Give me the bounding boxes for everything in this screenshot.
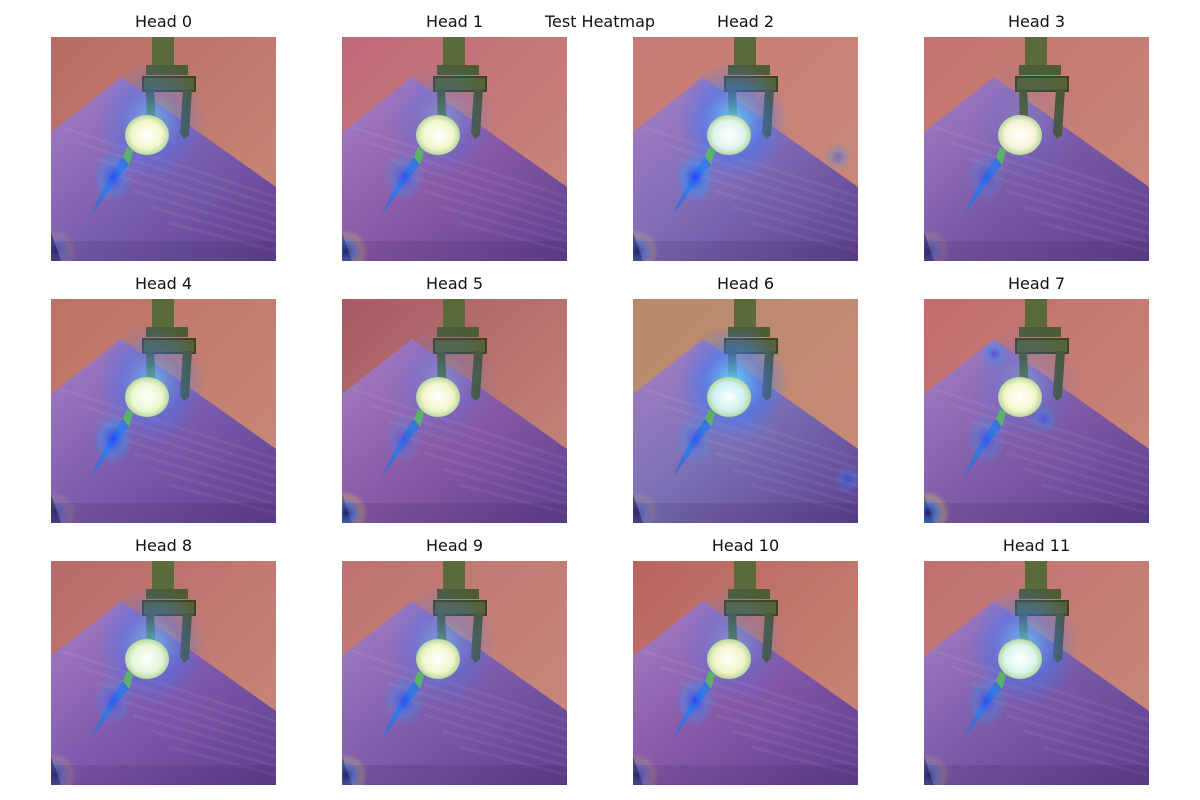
heatmap-image <box>51 37 276 261</box>
panel-head-7: Head 7 <box>924 274 1149 523</box>
panel-head-11: Head 11 <box>924 536 1149 785</box>
heatmap-image <box>51 299 276 523</box>
heatmap-image <box>342 299 567 523</box>
panel-head-8: Head 8 <box>51 536 276 785</box>
figure-title: Test Heatmap <box>544 12 656 31</box>
panel-head-10: Head 10 <box>633 536 858 785</box>
panel-title: Head 7 <box>1007 274 1066 293</box>
panel-head-0: Head 0 <box>51 12 276 261</box>
heatmap-image <box>633 561 858 785</box>
panel-head-9: Head 9 <box>342 536 567 785</box>
panel-head-3: Head 3 <box>924 12 1149 261</box>
panel-head-5: Head 5 <box>342 274 567 523</box>
heatmap-image <box>924 299 1149 523</box>
heatmap-image <box>633 37 858 261</box>
panel-title: Head 6 <box>716 274 775 293</box>
panel-title: Head 9 <box>425 536 484 555</box>
panel-title: Head 10 <box>711 536 780 555</box>
panel-title: Head 11 <box>1002 536 1071 555</box>
panel-head-1: Head 1 <box>342 12 567 261</box>
panel-title: Head 3 <box>1007 12 1066 31</box>
heatmap-image <box>342 37 567 261</box>
heatmap-image <box>924 37 1149 261</box>
panel-title: Head 4 <box>134 274 193 293</box>
panel-head-6: Head 6 <box>633 274 858 523</box>
heatmap-image <box>924 561 1149 785</box>
heatmap-image <box>51 561 276 785</box>
panel-head-4: Head 4 <box>51 274 276 523</box>
panel-head-2: Head 2 <box>633 12 858 261</box>
heatmap-image <box>633 299 858 523</box>
panel-title: Head 5 <box>425 274 484 293</box>
heatmap-image <box>342 561 567 785</box>
panel-grid: Head 0 Head 1 Head 2 Head 3 Head 4 Head … <box>51 12 1149 786</box>
panel-title: Head 0 <box>134 12 193 31</box>
panel-title: Head 2 <box>716 12 775 31</box>
panel-title: Head 1 <box>425 12 484 31</box>
panel-title: Head 8 <box>134 536 193 555</box>
